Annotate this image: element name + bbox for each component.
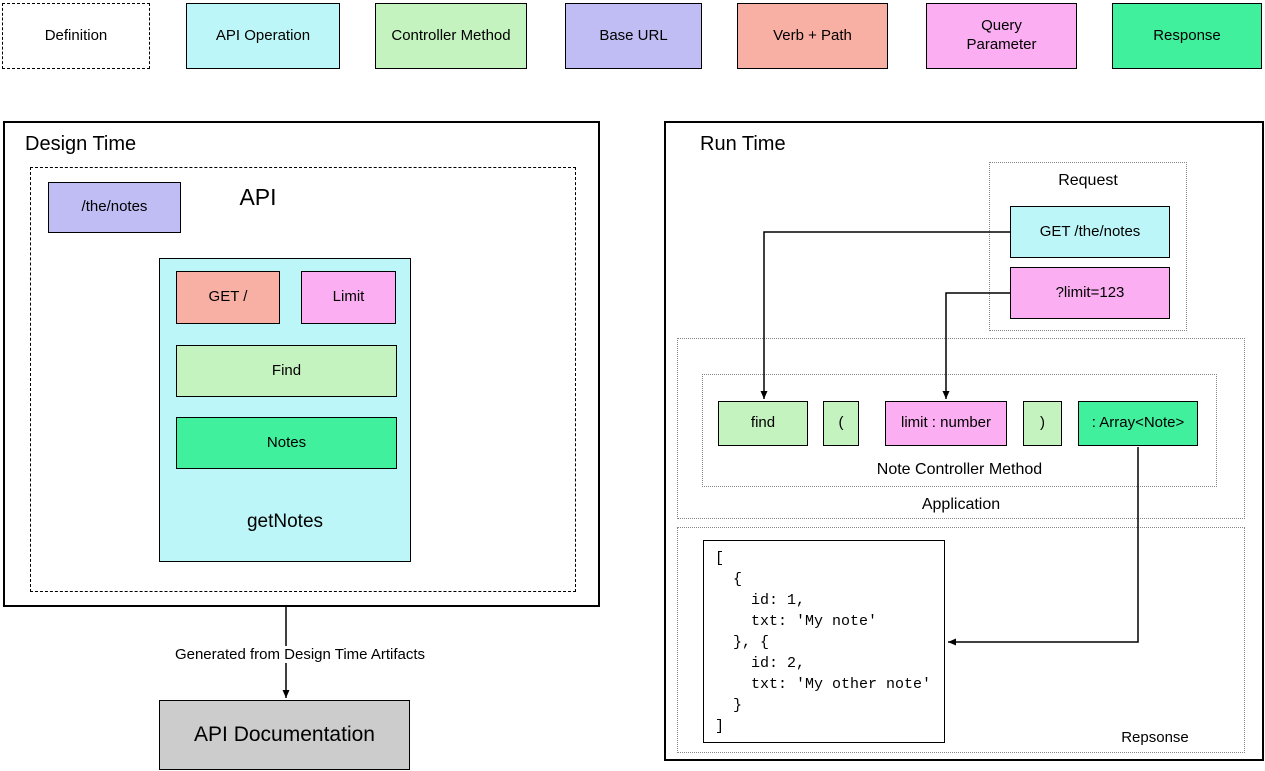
token-open-paren: ( (823, 401, 859, 446)
token-limit-number-label: limit : number (900, 414, 992, 432)
response-group-label: Repsonse (1121, 729, 1189, 746)
request-label: Request (1058, 172, 1118, 189)
legend-query-parameter-label: Query Parameter (966, 17, 1037, 53)
api-box-label: API (239, 184, 277, 210)
response-code-box: [ { id: 1, txt: 'My note' }, { id: 2, tx… (703, 540, 945, 743)
token-find: find (718, 401, 808, 446)
query-param-box: Limit (301, 271, 396, 324)
token-return-type: : Array<Note> (1078, 401, 1198, 446)
verb-path-box: GET / (176, 271, 280, 324)
token-close-paren: ) (1023, 401, 1062, 446)
request-operation-label: GET /the/notes (1039, 222, 1141, 240)
query-param-label: Limit (332, 288, 365, 306)
token-open-paren-label: ( (838, 414, 844, 432)
controller-box: Find (176, 345, 397, 397)
verb-path-label: GET / (208, 288, 248, 306)
legend-base-url-label: Base URL (599, 26, 668, 44)
response-code: [ { id: 1, txt: 'My note' }, { id: 2, tx… (715, 550, 932, 735)
token-return-type-label: : Array<Note> (1091, 414, 1185, 432)
legend-response: Response (1112, 3, 1262, 69)
note-controller-method-label: Note Controller Method (876, 461, 1043, 478)
controller-label: Find (271, 361, 302, 379)
request-operation-box: GET /the/notes (1010, 206, 1170, 258)
response-box: Notes (176, 417, 397, 469)
generated-arrow-label: Generated from Design Time Artifacts (160, 646, 440, 663)
api-definition-dashed-box (30, 167, 576, 592)
legend-response-label: Response (1153, 26, 1221, 44)
legend-verb-path-label: Verb + Path (773, 26, 852, 44)
legend-controller-method-label: Controller Method (391, 26, 511, 44)
run-time-title: Run Time (700, 133, 786, 155)
legend-controller-method: Controller Method (375, 3, 527, 69)
legend-api-operation: API Operation (186, 3, 340, 69)
legend-api-operation-label: API Operation (215, 26, 311, 44)
api-documentation-label: API Documentation (194, 722, 375, 746)
base-url-label: /the/notes (81, 198, 148, 216)
design-time-title: Design Time (25, 133, 137, 155)
token-find-label: find (750, 414, 776, 432)
legend-base-url: Base URL (565, 3, 702, 69)
application-label: Application (921, 496, 1001, 513)
request-query-label: ?limit=123 (1055, 283, 1125, 301)
operation-method-name: getNotes (246, 511, 324, 532)
legend-verb-path: Verb + Path (737, 3, 888, 69)
base-url-box: /the/notes (48, 182, 181, 233)
request-query-box: ?limit=123 (1010, 267, 1170, 319)
legend-definition: Definition (2, 3, 150, 69)
token-limit-number: limit : number (885, 401, 1007, 446)
legend-query-parameter: Query Parameter (926, 3, 1077, 69)
legend-definition-label: Definition (44, 26, 108, 44)
token-close-paren-label: ) (1040, 414, 1045, 432)
api-documentation-box: API Documentation (159, 700, 410, 770)
response-label: Notes (266, 433, 307, 451)
